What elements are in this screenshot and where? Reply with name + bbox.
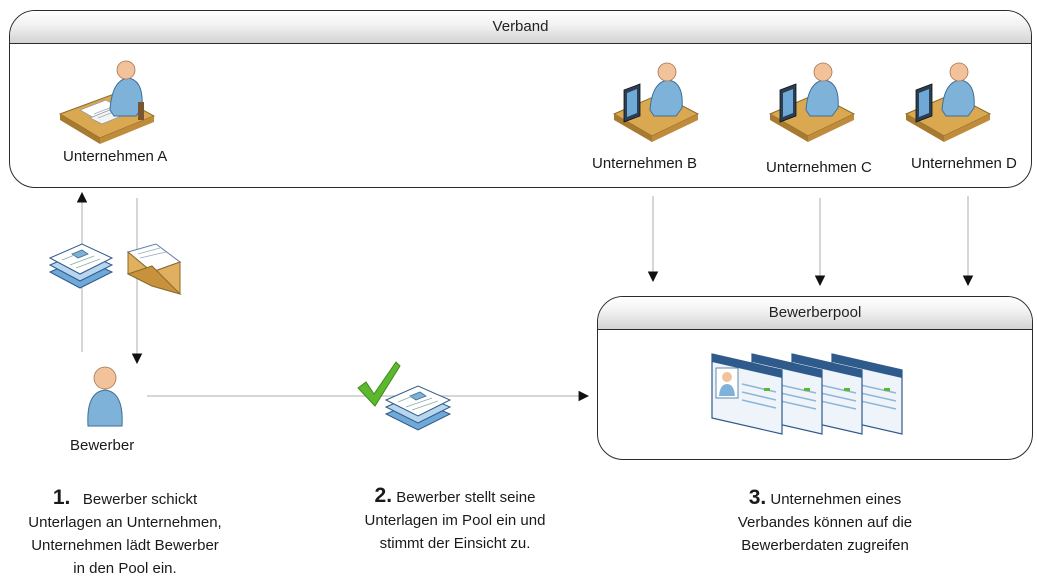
person-at-computer-icon (610, 58, 700, 146)
verband-box: Verband (9, 10, 1032, 188)
step-1-line-1: 1. Bewerber schickt (52, 486, 198, 509)
step-2-description: 2. Bewerber stellt seine Unterlagen im P… (330, 484, 580, 555)
step-2-number: 2. (374, 484, 393, 507)
company-d-label: Unternehmen D (911, 155, 1017, 172)
step-3-line-2: Verbandes können auf die (737, 514, 913, 531)
step-2-line-2: Unterlagen im Pool ein und (364, 512, 546, 529)
step-1-line-2: Unterlagen an Unternehmen, (28, 514, 222, 531)
documents-stack-icon (48, 238, 114, 294)
step-3-line-3: Bewerberdaten zugreifen (741, 537, 909, 554)
company-c-label: Unternehmen C (766, 159, 872, 176)
envelope-icon (126, 238, 182, 300)
bewerberpool-title: Bewerberpool (598, 297, 1032, 330)
green-checkmark-icon (356, 360, 402, 410)
step-1-description: 1. Bewerber schickt Unterlagen an Untern… (0, 486, 250, 580)
documents-stack-icon (384, 380, 452, 436)
company-a-label: Unternehmen A (63, 148, 168, 165)
step-2-line-1: 2. Bewerber stellt seine (374, 484, 536, 507)
applicant-profile-cards-icon (706, 350, 910, 440)
step-1-number: 1. (52, 486, 71, 509)
person-icon (84, 364, 126, 430)
step-3-description: 3. Unternehmen eines Verbandes können au… (700, 486, 950, 557)
step-1-line-3: Unternehmen lädt Bewerber (31, 537, 219, 554)
step-1-line-4: in den Pool ein. (73, 560, 177, 577)
person-at-desk-paperwork-icon (54, 58, 158, 146)
step-2-line-3: stimmt der Einsicht zu. (379, 535, 531, 552)
company-b-label: Unternehmen B (592, 155, 698, 172)
person-at-computer-icon (766, 58, 856, 146)
person-at-computer-icon (902, 58, 992, 146)
verband-title: Verband (10, 11, 1031, 44)
step-3-number: 3. (748, 486, 767, 509)
applicant-label: Bewerber (70, 437, 135, 454)
step-3-line-1: 3. Unternehmen eines (748, 486, 902, 509)
